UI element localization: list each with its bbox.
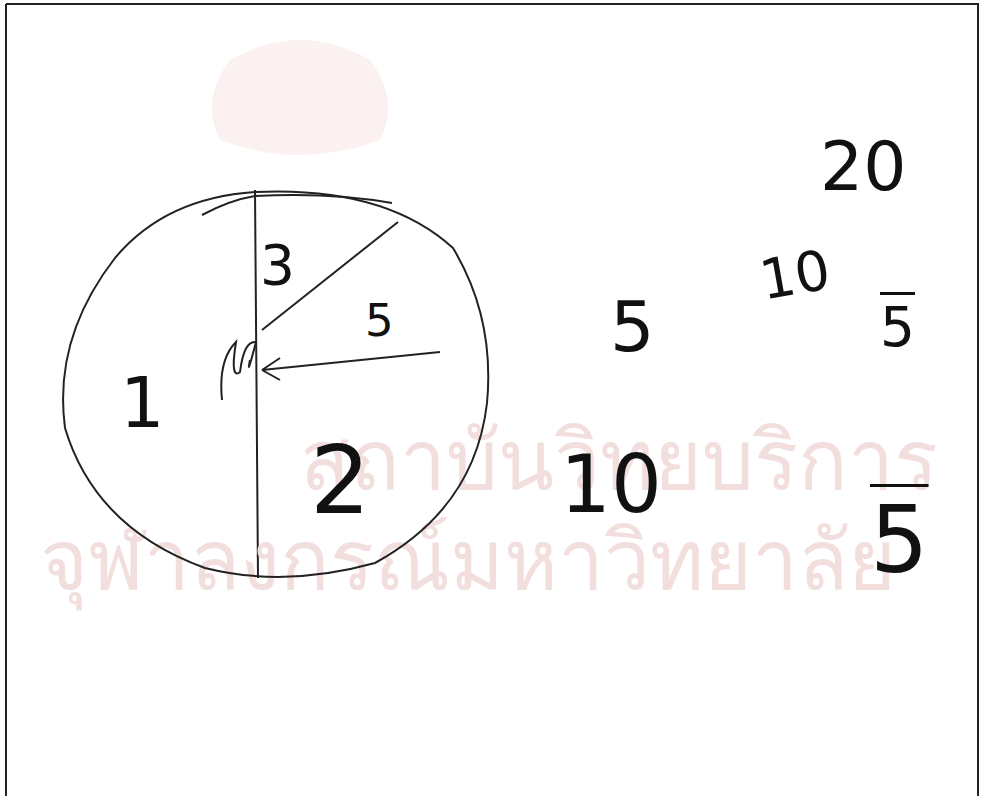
region-number: 3 (260, 238, 295, 293)
watermark-emblem (212, 40, 388, 155)
scribble (221, 342, 256, 400)
handwritten-number: 20 (820, 133, 907, 201)
region-number: 1 (120, 368, 165, 438)
region-number: 2 (310, 433, 370, 528)
handwritten-number: 5 (610, 292, 655, 362)
handwritten-number: 5 (870, 495, 929, 587)
handwritten-number: 10 (560, 445, 662, 525)
handwritten-number: 10 (756, 242, 834, 308)
handwritten-number: 5 (880, 300, 915, 355)
chord-line (202, 195, 392, 215)
watermark-text: จุฬาลงกรณ์มหาวิทยาลัย (40, 520, 896, 602)
radius-arrow (262, 352, 440, 380)
region-number: 5 (365, 298, 394, 343)
circle-diagram: 1 3 5 2 (55, 188, 495, 588)
page-frame (6, 4, 978, 796)
